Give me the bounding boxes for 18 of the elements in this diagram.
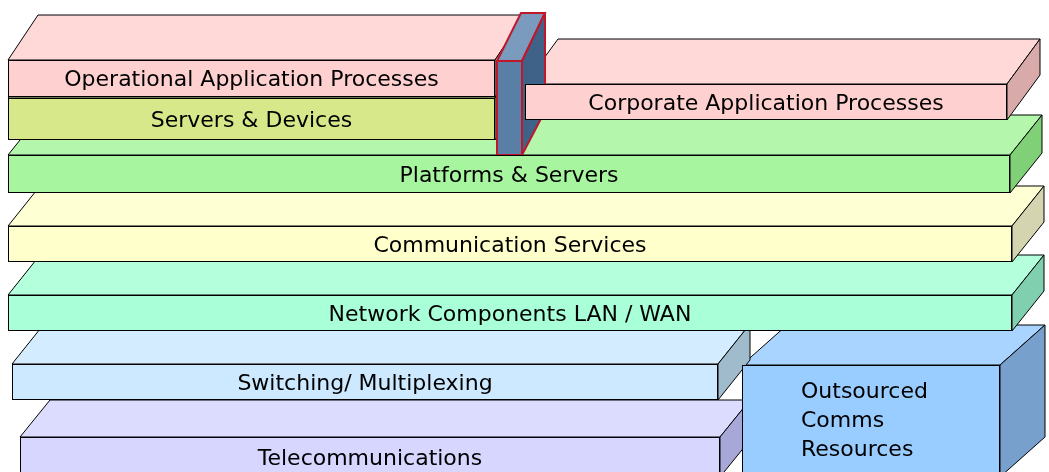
layer-label: Communication Services bbox=[373, 231, 647, 257]
layer-slab bbox=[12, 364, 718, 400]
layer-label: Switching/ Multiplexing bbox=[237, 369, 493, 395]
layer-slab bbox=[8, 295, 1012, 331]
layer-label: Corporate Application Processes bbox=[588, 89, 944, 115]
layer-slab bbox=[8, 155, 1010, 193]
layer-slab bbox=[525, 84, 1007, 120]
layer-label: Outsourced Comms Resources bbox=[801, 377, 929, 463]
layer-label: Operational Application Processes bbox=[64, 66, 439, 91]
layer-label: Network Components LAN / WAN bbox=[328, 300, 692, 326]
layer-label: Telecommunications bbox=[257, 444, 483, 470]
layer-slab bbox=[8, 226, 1012, 262]
layer-label: Platforms & Servers bbox=[399, 161, 619, 187]
layer-label: Servers & Devices bbox=[150, 106, 353, 132]
layer-slab bbox=[742, 365, 1000, 472]
layer-slab bbox=[20, 437, 720, 472]
layer-slab bbox=[8, 98, 495, 140]
layer-slab bbox=[8, 60, 495, 97]
